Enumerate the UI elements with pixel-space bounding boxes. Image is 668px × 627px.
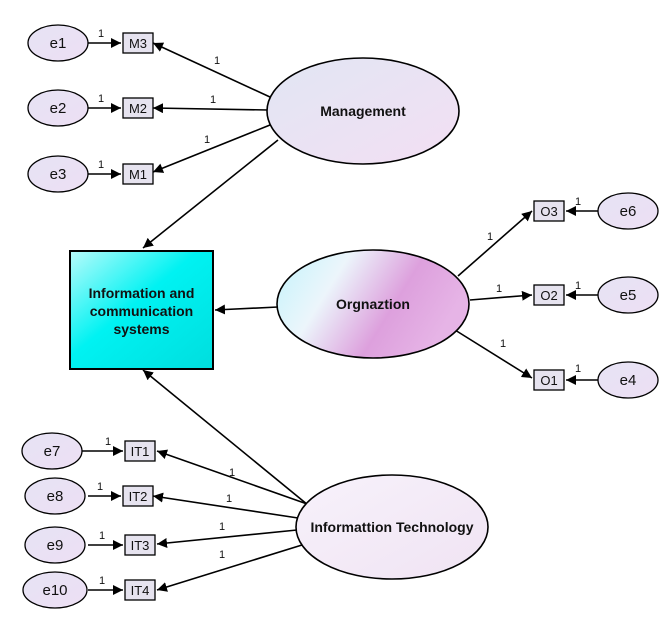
coef-error-e4: 1 [575,363,581,375]
observed-m2-label: M2 [129,101,147,116]
loading-o3 [457,210,533,277]
loading-it1 [156,449,311,506]
error-e1-label: e1 [50,35,67,52]
loading-m3 [152,42,271,98]
observed-m2: M2 [122,97,154,119]
observed-o3-label: O3 [540,204,557,219]
error-e4: e4 [597,361,659,399]
loading-o2 [469,290,533,301]
coef-loading-m2: 1 [210,94,216,106]
coef-loading-o3: 1 [487,231,493,243]
coef-loading-it2: 1 [226,493,232,505]
latent-organization [276,249,470,359]
observed-o2-label: O2 [540,288,557,303]
coef-error-e8: 1 [97,481,103,493]
observed-m3-label: M3 [129,36,147,51]
coef-error-e5: 1 [575,280,581,292]
observed-it4-label: IT4 [131,583,150,598]
path-management-to-ics [142,139,279,249]
loading-it3 [156,529,298,548]
loading-o1 [454,329,533,379]
observed-o3: O3 [533,200,565,222]
coef-loading-it3: 1 [219,521,225,533]
error-e10-label: e10 [42,582,67,599]
error-e1: e1 [27,24,89,62]
coef-error-e2: 1 [98,93,104,105]
loading-m1 [152,124,271,173]
path-it-to-ics [142,369,309,506]
error-e5: e5 [597,276,659,314]
coef-loading-it4: 1 [219,549,225,561]
observed-it1-label: IT1 [131,444,150,459]
error-e9: e9 [24,526,86,564]
error-e2-label: e2 [50,100,67,117]
error-e3-label: e3 [50,166,67,183]
outcome-label-line2: communication [90,303,193,319]
observed-m3: M3 [122,32,154,54]
observed-it2-label: IT2 [129,489,148,504]
error-e8: e8 [24,477,86,515]
latent-organization-label: Orgnaztion [336,296,410,312]
coef-loading-m3: 1 [214,55,220,67]
loading-it4 [156,544,303,592]
coef-error-e7: 1 [105,436,111,448]
observed-o1: O1 [533,369,565,391]
observed-o2: O2 [533,284,565,306]
observed-o1-label: O1 [540,373,557,388]
coef-error-e10: 1 [99,575,105,587]
observed-m1-label: M1 [129,167,147,182]
error-e7: e7 [21,432,83,470]
observed-m1: M1 [122,163,154,185]
error-e10: e10 [22,571,88,609]
loading-it2 [152,492,299,519]
observed-it2: IT2 [122,485,154,507]
error-e9-label: e9 [47,537,64,554]
error-e2: e2 [27,89,89,127]
error-e7-label: e7 [44,443,61,460]
coef-loading-o1: 1 [500,338,506,350]
latent-it-label: Informattion Technology [310,519,473,535]
outcome-label-line1: Information and [89,285,195,301]
error-e4-label: e4 [620,372,637,389]
latent-management [266,57,460,165]
coef-error-e3: 1 [98,159,104,171]
outcome-box [69,250,214,370]
observed-it4: IT4 [124,579,156,601]
error-e8-label: e8 [47,488,64,505]
error-e6-label: e6 [620,203,637,220]
latent-it [295,474,489,580]
observed-it3-label: IT3 [131,538,150,553]
loading-m2 [152,103,269,114]
coef-error-e1: 1 [98,28,104,40]
coef-loading-m1: 1 [204,134,210,146]
observed-it1: IT1 [124,440,156,462]
path-organization-to-ics [214,304,279,315]
error-e6: e6 [597,192,659,230]
outcome-label-line3: systems [113,321,169,337]
latent-management-label: Management [320,103,406,119]
coef-loading-o2: 1 [496,283,502,295]
error-e3: e3 [27,155,89,193]
coef-loading-it1: 1 [229,467,235,479]
coef-error-e9: 1 [99,530,105,542]
coef-error-e6: 1 [575,196,581,208]
observed-it3: IT3 [124,534,156,556]
error-e5-label: e5 [620,287,637,304]
